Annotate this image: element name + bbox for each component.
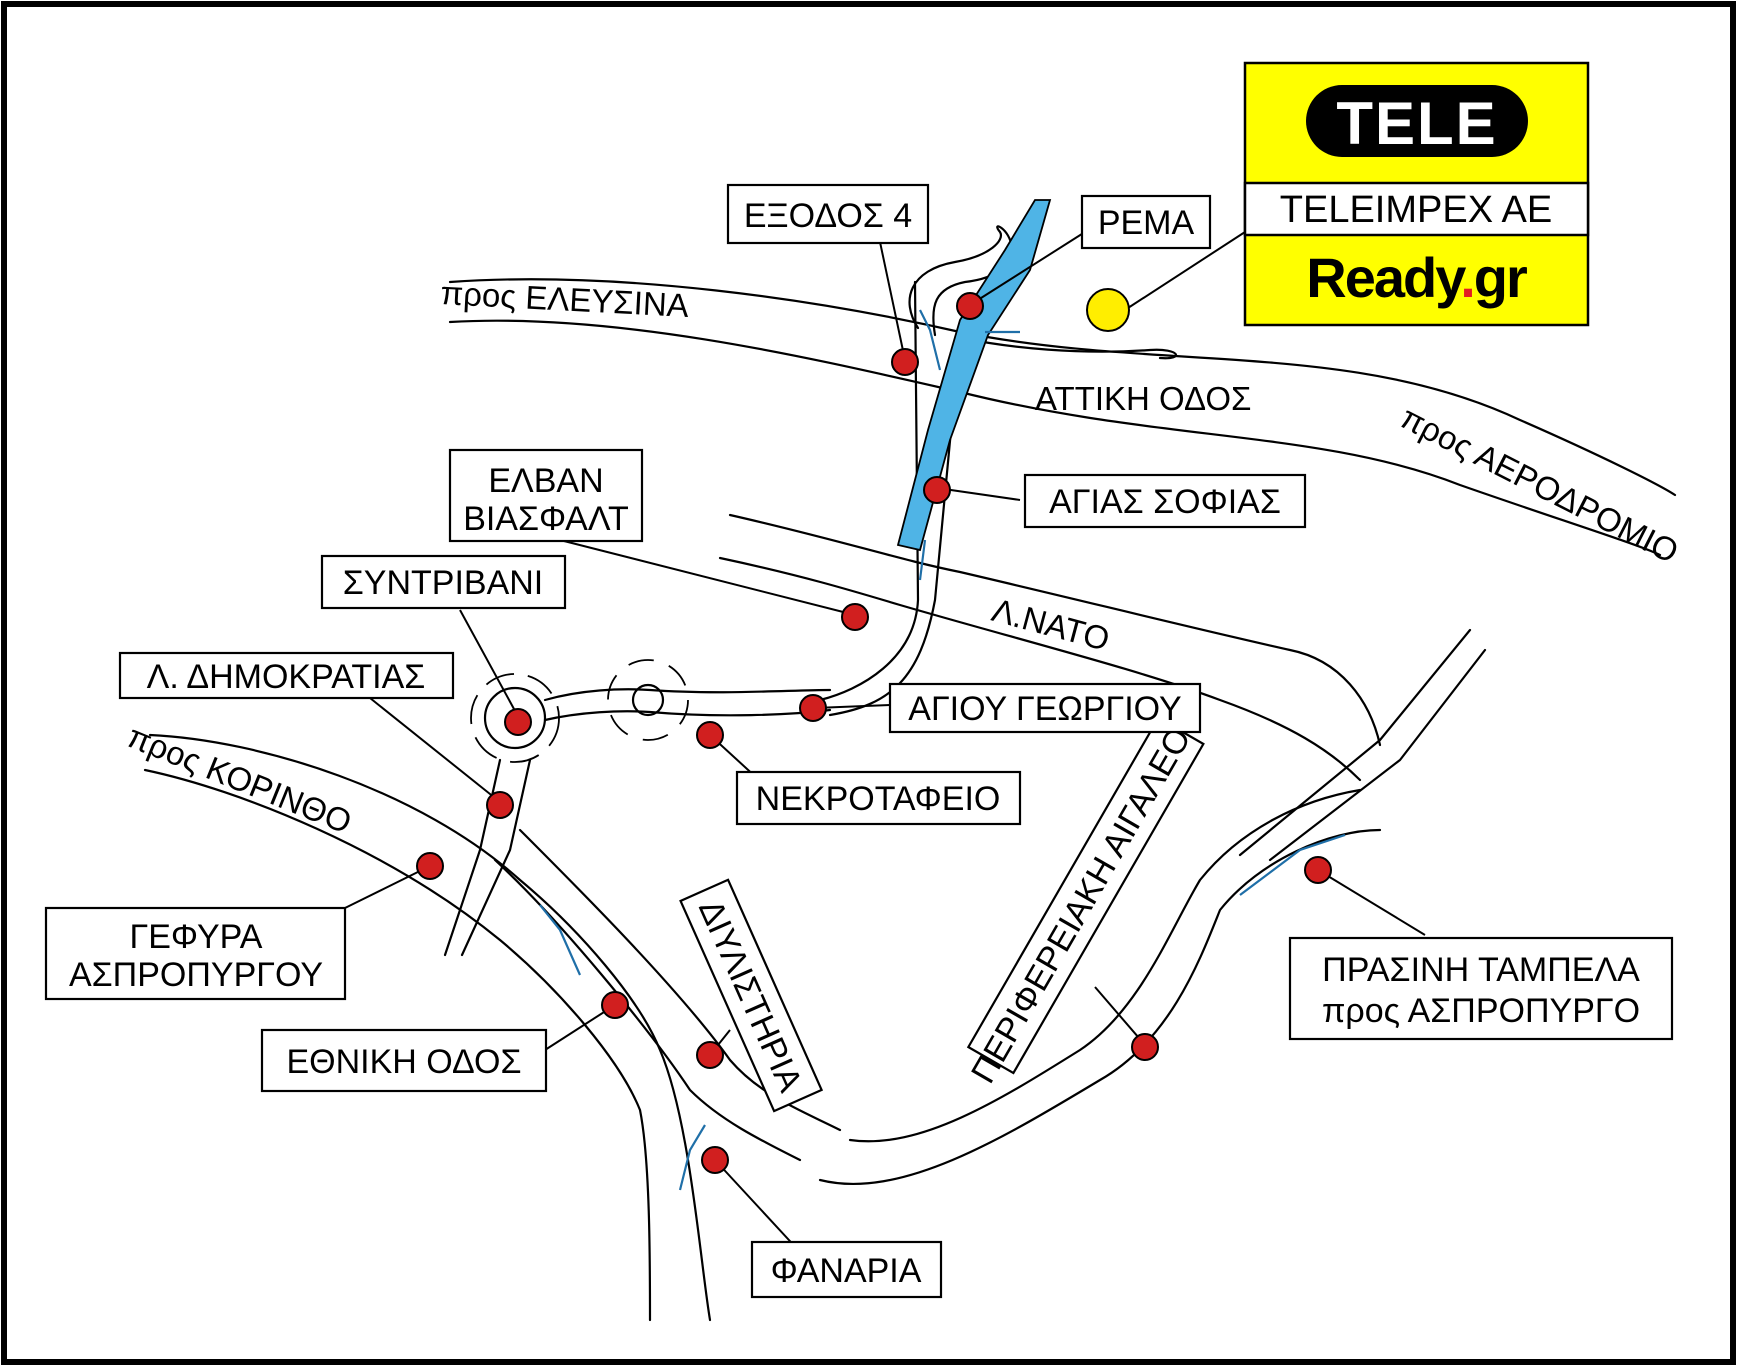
rema-label: ΡΕΜΑ — [1098, 204, 1195, 242]
exit4-loop — [908, 225, 1014, 337]
dimokratias-label: Λ. ΔΗΜΟΚΡΑΤΙΑΣ — [147, 658, 426, 696]
syntrivani-marker — [504, 708, 532, 736]
diylistiria-marker — [696, 1041, 724, 1069]
second-roundabout-outer — [607, 659, 689, 741]
route-arrow-1 — [918, 539, 927, 581]
korintho-road-lower — [143, 768, 652, 1322]
tele-mark-pill — [1306, 85, 1528, 157]
ethniki-odos-marker — [601, 991, 629, 1019]
elvan-marker — [841, 603, 869, 631]
dimokratias-road-right — [460, 758, 532, 957]
nekrotafeio-box: ΝΕΚΡΟΤΑΦΕΙΟ — [735, 770, 1022, 826]
brand-wordmark: Ready.gr — [1306, 246, 1527, 309]
ethniki-odos-label: ΕΘΝΙΚΗ ΟΔΟΣ — [287, 1043, 522, 1081]
elvan-label-line1: ΕΛΒΑΝ — [488, 462, 603, 500]
syntrivani-roundabout-outer — [470, 673, 560, 763]
perifereiaki-road-lower — [818, 828, 1382, 1185]
company-name: TELEIMPEX AE — [1280, 189, 1552, 231]
elvan-box: ΕΛΒΑΝ ΒΙΑΣΦΑΛΤ — [448, 448, 644, 543]
exodos4-marker — [891, 348, 919, 376]
nekrotafeio-label: ΝΕΚΡΟΤΑΦΕΙΟ — [756, 780, 1001, 818]
dimokratias-marker — [486, 791, 514, 819]
agiou-georgiou-marker — [799, 694, 827, 722]
dimokratias-road-left — [443, 758, 502, 957]
brand-tld: gr — [1474, 246, 1527, 309]
dimokratias-box: Λ. ΔΗΜΟΚΡΑΤΙΑΣ — [118, 651, 455, 700]
prasini-label-line1: ΠΡΑΣΙΝΗ ΤΑΜΠΕΛΑ — [1322, 951, 1640, 989]
route-arrow-6 — [1239, 833, 1346, 896]
exodos4-box: ΕΞΟΔΟΣ 4 — [726, 183, 930, 245]
prasini-tampela-box: ΠΡΑΣΙΝΗ ΤΑΜΠΕΛΑ προς ΑΣΠΡΟΠΥΡΓΟ — [1288, 936, 1674, 1041]
markers — [416, 288, 1332, 1174]
road-name-attiki-odos: ΑΤΤΙΚΗ ΟΔΟΣ — [1035, 380, 1251, 417]
nekrotafeio-marker — [696, 721, 724, 749]
roads — [143, 225, 1677, 1322]
fanaria-marker — [701, 1146, 729, 1174]
attiki-odos-road-upper — [448, 278, 1677, 497]
agias-sofias-box: ΑΓΙΑΣ ΣΟΦΙΑΣ — [1023, 473, 1307, 529]
nato-road-upper — [728, 513, 1382, 747]
nato-road-lower — [718, 556, 1362, 782]
perifereiaki-marker — [1131, 1033, 1159, 1061]
exit4-ramp — [960, 336, 1178, 360]
syntrivani-label: ΣΥΝΤΡΙΒΑΝΙ — [343, 564, 544, 602]
exodos4-label: ΕΞΟΔΟΣ 4 — [744, 197, 912, 235]
route-arrows — [539, 309, 1346, 1191]
agiou-georgiou-label: ΑΓΙΟΥ ΓΕΩΡΓΙΟΥ — [908, 690, 1181, 728]
company-name-band — [1243, 181, 1590, 237]
teleimpex-logo: TELE TELEIMPEX AE Ready.gr — [1243, 61, 1590, 327]
perifereiaki-road-upper — [848, 788, 1362, 1143]
prasini-tampela-marker — [1304, 856, 1332, 884]
teleimpex-location-marker — [1086, 288, 1130, 332]
second-roundabout — [631, 683, 665, 717]
gefyra-marker — [416, 852, 444, 880]
syntrivani-box: ΣΥΝΤΡΙΒΑΝΙ — [320, 554, 567, 610]
syntrivani-roundabout — [483, 686, 547, 750]
elvan-label-line2: ΒΙΑΣΦΑΛΤ — [463, 500, 629, 538]
agiou-georgiou-road-upper — [543, 688, 832, 702]
rema-box: ΡΕΜΑ — [1080, 194, 1212, 250]
agias-sofias-marker — [923, 476, 951, 504]
korintho-road-upper — [148, 733, 712, 1322]
brand-dot: . — [1460, 246, 1474, 309]
tele-mark-text: TELE — [1336, 90, 1497, 157]
agiou-georgiou-box: ΑΓΙΟΥ ΓΕΩΡΓΙΟΥ — [888, 682, 1202, 734]
ethniki-odos-box: ΕΘΝΙΚΗ ΟΔΟΣ — [260, 1028, 548, 1093]
prasini-label-line2: προς ΑΣΠΡΟΠΥΡΓΟ — [1322, 992, 1640, 1030]
gefyra-box: ΓΕΦΥΡΑ ΑΣΠΡΟΠΥΡΓΟΥ — [44, 906, 347, 1001]
route-arrow-2 — [919, 309, 942, 371]
rema-marker — [956, 292, 984, 320]
route-arrow-4 — [539, 904, 582, 976]
agias-sofias-label: ΑΓΙΑΣ ΣΟΦΙΑΣ — [1049, 483, 1281, 521]
aspropyrgos-road-left — [1238, 628, 1472, 857]
brand-main: Ready — [1306, 246, 1466, 309]
route-arrow-5 — [678, 1124, 706, 1191]
fanaria-box: ΦΑΝΑΡΙΑ — [750, 1240, 943, 1299]
gefyra-label-line2: ΑΣΠΡΟΠΥΡΓΟΥ — [69, 956, 323, 994]
diylistiria-road-right — [518, 828, 842, 1132]
aspropyrgos-road-right — [1268, 648, 1487, 862]
gefyra-label-line1: ΓΕΦΥΡΑ — [130, 918, 263, 956]
attiki-odos-road-lower — [448, 319, 1662, 557]
fanaria-label: ΦΑΝΑΡΙΑ — [771, 1252, 922, 1290]
